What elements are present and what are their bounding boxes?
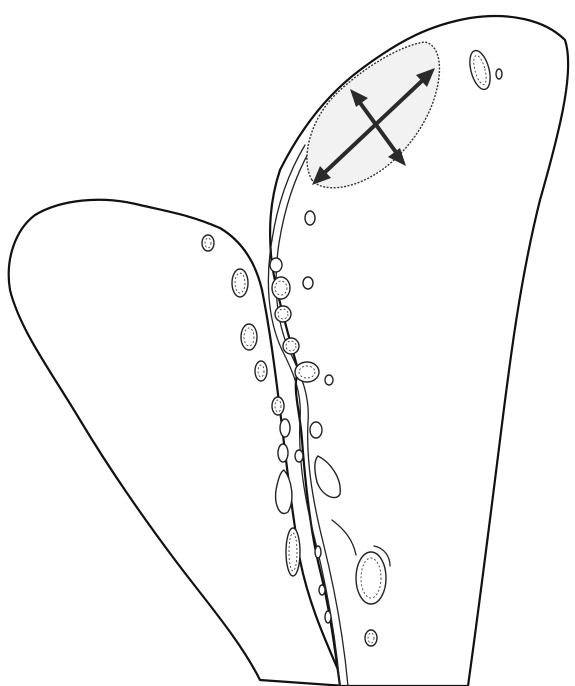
tissue-diagram xyxy=(0,0,575,686)
